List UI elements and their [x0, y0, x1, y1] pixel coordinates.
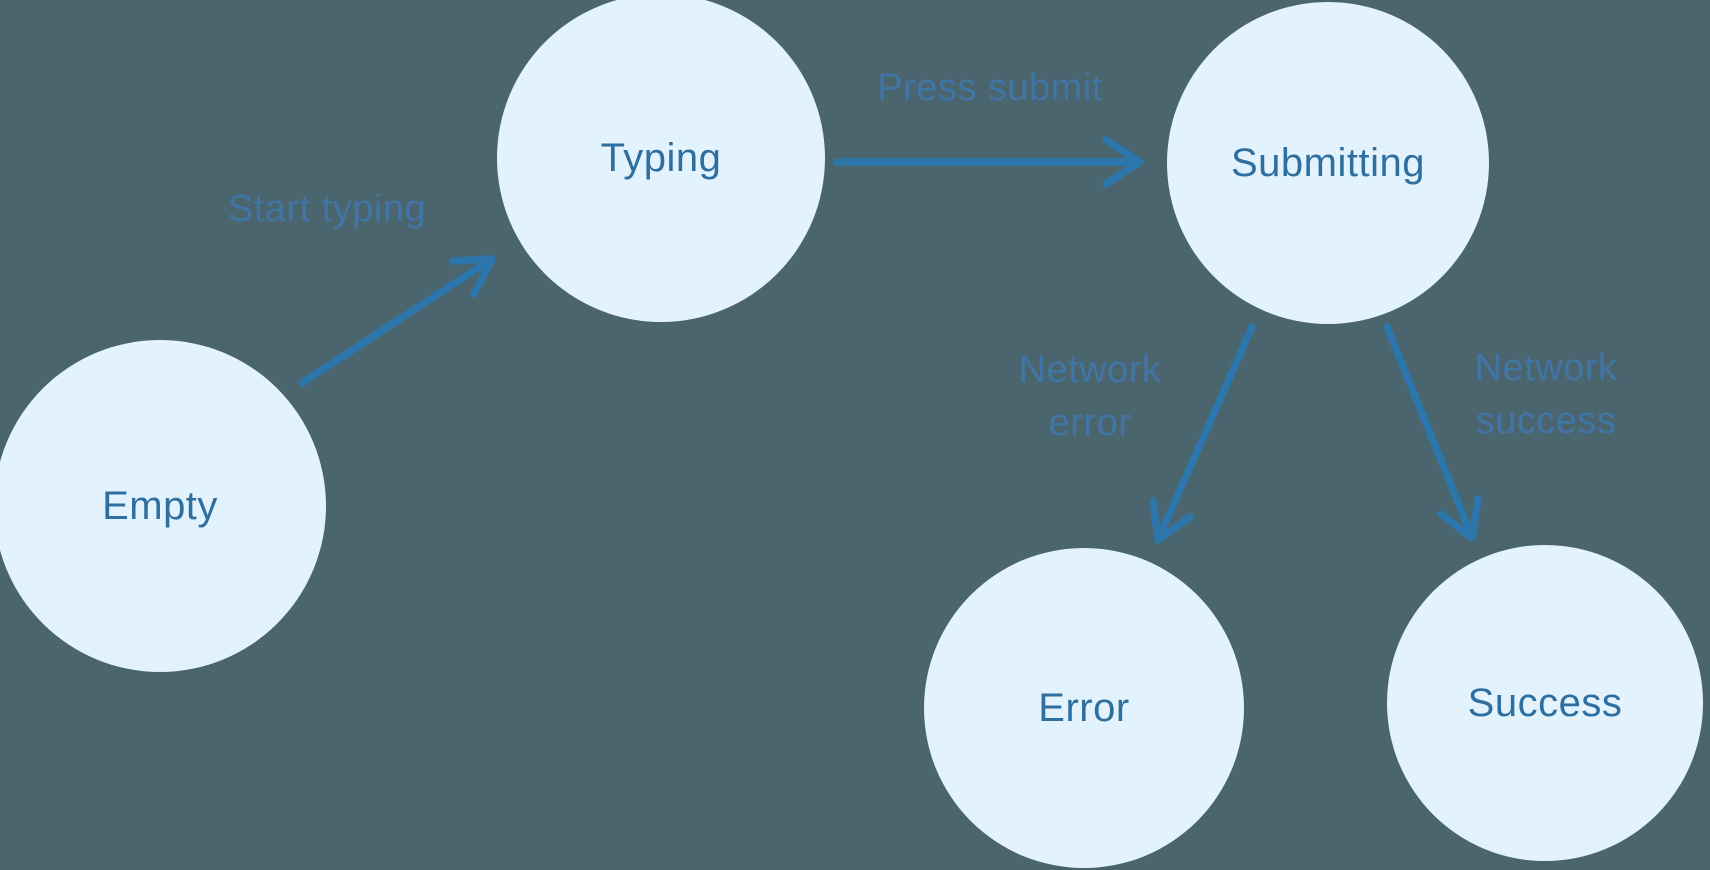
state-node-empty: Empty	[0, 340, 326, 672]
edge-label-network-error: Network error	[1018, 349, 1162, 444]
state-node-typing: Typing	[497, 0, 825, 322]
state-node-label: Typing	[600, 135, 722, 180]
state-node-label: Submitting	[1231, 140, 1425, 185]
edge-label-network-success: Network success	[1474, 347, 1618, 442]
state-node-label: Error	[1038, 685, 1130, 730]
state-node-submitting: Submitting	[1167, 2, 1489, 324]
state-node-label: Empty	[102, 483, 218, 528]
state-node-error: Error	[924, 548, 1244, 868]
edge-label-start-typing: Start typing	[227, 188, 427, 230]
state-node-label: Success	[1467, 680, 1623, 725]
edge-label-press-submit: Press submit	[877, 67, 1103, 109]
arrow-empty-to-typing	[298, 255, 496, 387]
arrow-typing-to-submitting	[833, 136, 1144, 188]
state-node-success: Success	[1387, 545, 1703, 861]
